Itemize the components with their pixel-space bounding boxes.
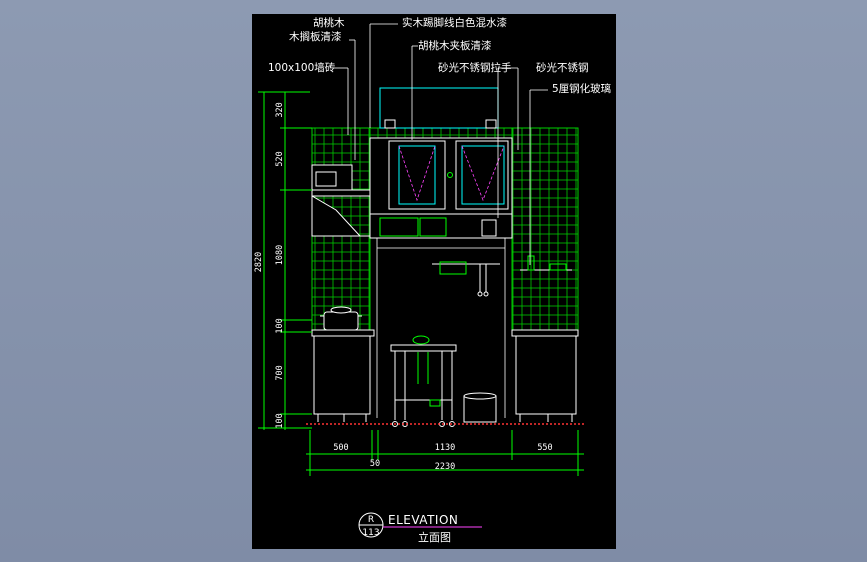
hood-top xyxy=(379,87,499,129)
dim-1130: 1130 xyxy=(435,443,455,453)
pot-icon xyxy=(320,306,362,331)
dim-320: 320 xyxy=(275,102,285,117)
note-walnut-shelf: 木搁板清漆 xyxy=(289,30,342,43)
horizontal-dimension-chain xyxy=(306,430,584,476)
upper-glass-cabinet xyxy=(369,137,513,215)
note-skirting: 实木踢脚线白色混水漆 xyxy=(402,16,507,29)
note-walnut-plywood: 胡桃木夹板清漆 xyxy=(418,39,492,52)
note-tile: 100x100墙砖 xyxy=(268,61,336,74)
dim-total-height: 2820 xyxy=(254,252,264,272)
drawing-subtitle: 立面图 xyxy=(418,530,451,544)
title-block: R 113 ELEVATION 立面图 xyxy=(358,512,482,544)
bin-icon xyxy=(463,392,497,423)
open-shelf xyxy=(369,213,513,239)
utensil-rail xyxy=(432,261,500,297)
work-table xyxy=(390,335,457,427)
dim-700: 700 xyxy=(275,365,285,380)
ref-number: 113 xyxy=(362,528,379,538)
dim-1080: 1080 xyxy=(275,245,285,265)
dim-100-lower: 100 xyxy=(275,413,285,428)
dim-50: 50 xyxy=(370,459,380,469)
dim-520: 520 xyxy=(275,151,285,166)
note-glass: 5厘钢化玻璃 xyxy=(552,82,611,95)
dim-2230: 2230 xyxy=(435,462,455,472)
note-steel: 砂光不锈钢 xyxy=(536,61,589,74)
note-walnut: 胡桃木 xyxy=(313,16,345,29)
note-steel-handle: 砂光不锈钢拉手 xyxy=(438,61,512,74)
right-base-cabinet xyxy=(511,329,579,422)
vertical-dimension-chain xyxy=(258,91,312,430)
ref-letter: R xyxy=(368,515,374,525)
dim-500: 500 xyxy=(333,443,348,453)
right-wall-fittings xyxy=(520,255,572,271)
left-upper-shelf xyxy=(311,164,371,237)
annotation-leaders xyxy=(334,23,548,265)
dim-100-upper: 100 xyxy=(275,318,285,333)
back-wall xyxy=(376,238,506,418)
drawing-title: ELEVATION xyxy=(388,513,458,527)
left-base-cabinet xyxy=(311,329,375,422)
dim-550: 550 xyxy=(537,443,552,453)
